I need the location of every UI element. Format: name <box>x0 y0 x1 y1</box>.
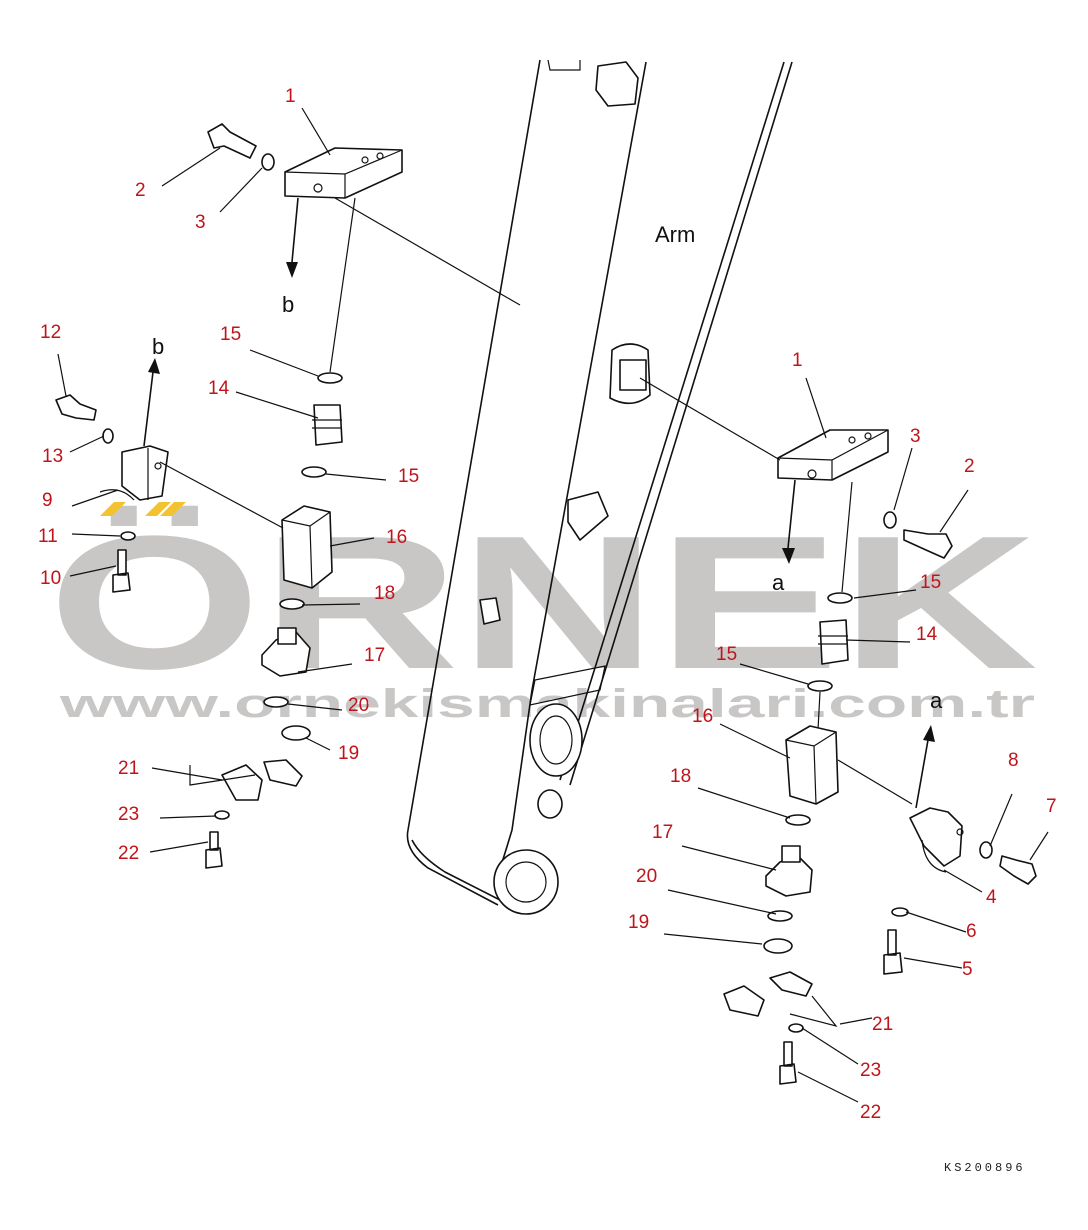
bolt-2-right <box>903 529 953 559</box>
callout-right-4: 4 <box>986 887 997 908</box>
fitting-14-left <box>313 404 343 446</box>
bolt-10 <box>112 549 131 593</box>
washer-13 <box>102 428 114 444</box>
callout-numbers: 1 2 3 15 14 15 16 18 17 20 19 21 23 22 1… <box>38 86 1057 1123</box>
drawing-code: KS200896 <box>944 1161 1026 1175</box>
callout-right-21: 21 <box>872 1014 893 1035</box>
fitting-14-right <box>819 619 849 665</box>
callout-right-8: 8 <box>1008 750 1019 771</box>
oring-15-left-b <box>301 466 327 478</box>
callout-right-15a: 15 <box>920 572 941 593</box>
letter-b-lower: b <box>152 334 164 359</box>
callout-left-19: 19 <box>338 743 359 764</box>
bolt-7 <box>999 855 1037 885</box>
callout-left-16: 16 <box>386 527 407 548</box>
callout-right-20: 20 <box>636 866 657 887</box>
watermark-brand: ÖRNEK <box>48 497 1038 709</box>
letter-a-lower: a <box>930 688 943 713</box>
callout-left-1: 1 <box>285 86 296 107</box>
left-assembly: b b <box>55 123 521 869</box>
callout-left-15a: 15 <box>220 324 241 345</box>
callout-left-12: 12 <box>40 322 61 343</box>
callout-right-3: 3 <box>910 426 921 447</box>
callout-left-9: 9 <box>42 490 53 511</box>
callout-right-5: 5 <box>962 959 973 980</box>
ring-19-right <box>763 938 793 954</box>
block-16-right <box>785 725 839 805</box>
callout-left-21: 21 <box>118 758 139 779</box>
oring-18-left <box>279 598 305 610</box>
arm-mount-block <box>619 359 647 391</box>
callout-left-17: 17 <box>364 645 385 666</box>
oring-20-left <box>263 696 289 708</box>
bracket-4 <box>909 807 963 867</box>
ring-19-left <box>281 725 311 741</box>
block-16-left <box>281 505 333 589</box>
callout-left-18: 18 <box>374 583 395 604</box>
bracket-9 <box>121 445 169 501</box>
callout-right-14: 14 <box>916 624 938 645</box>
letter-b-upper: b <box>282 292 294 317</box>
washer-23-right <box>788 1023 804 1033</box>
callout-left-10: 10 <box>40 568 61 589</box>
letter-a-upper: a <box>772 570 785 595</box>
washer-8 <box>979 841 993 859</box>
callout-right-18: 18 <box>670 766 691 787</box>
valve-block-1-right <box>777 429 889 481</box>
oring-15-left-a <box>317 372 343 384</box>
callout-left-20: 20 <box>348 695 369 716</box>
callout-right-17: 17 <box>652 822 673 843</box>
callout-right-23: 23 <box>860 1060 881 1081</box>
callout-right-19: 19 <box>628 912 649 933</box>
callout-left-15b: 15 <box>398 466 419 487</box>
callout-left-2: 2 <box>135 180 146 201</box>
callout-right-6: 6 <box>966 921 977 942</box>
oring-15-right-a <box>827 592 853 604</box>
callout-right-7: 7 <box>1046 796 1057 817</box>
clamp-21-left-b <box>263 759 303 787</box>
arm-boss-upper <box>529 703 583 777</box>
oring-15-right-b <box>807 680 833 692</box>
bolt-12 <box>55 394 97 421</box>
bolt-5 <box>883 929 903 975</box>
callout-right-1: 1 <box>792 350 803 371</box>
bolt-22-left <box>205 831 223 869</box>
arm-boss-small <box>537 789 563 819</box>
callout-right-15b: 15 <box>716 644 737 665</box>
oring-18-right <box>785 814 811 826</box>
right-assembly: a a <box>639 377 1037 1085</box>
washer-6 <box>891 907 909 917</box>
clamp-21-right-a <box>769 971 813 997</box>
bolt-22-right <box>779 1041 797 1085</box>
washer-3-right <box>883 511 897 529</box>
flange-17-left-neck <box>277 627 297 645</box>
arm-bracket-top <box>595 61 639 107</box>
leader-lines <box>57 107 1049 1103</box>
flange-17-right-neck <box>781 845 801 863</box>
callout-left-11: 11 <box>38 526 58 547</box>
arm-body: Arm <box>406 59 793 915</box>
arm-pin-boss <box>493 849 559 915</box>
washer-23-left <box>214 810 230 820</box>
callout-left-14: 14 <box>208 378 230 399</box>
callout-left-3: 3 <box>195 212 206 233</box>
callout-right-22: 22 <box>860 1102 881 1123</box>
arm-bracket-mid <box>567 491 609 541</box>
watermark-accent <box>100 502 186 516</box>
callout-left-23: 23 <box>118 804 139 825</box>
callout-left-22: 22 <box>118 843 139 864</box>
washer-11 <box>120 531 136 541</box>
washer-3-left <box>261 153 275 171</box>
bolt-2-left <box>207 123 257 159</box>
clamp-21-left-a <box>221 764 263 801</box>
arm-lug <box>479 597 501 625</box>
callout-right-16: 16 <box>692 706 713 727</box>
clamp-21-right-b <box>723 985 765 1017</box>
arm-label: Arm <box>655 222 695 247</box>
watermark: ÖRNEK www.ornekismakinalari.com.tr <box>48 497 1038 726</box>
callout-left-13: 13 <box>42 446 63 467</box>
callout-right-2: 2 <box>964 456 975 477</box>
